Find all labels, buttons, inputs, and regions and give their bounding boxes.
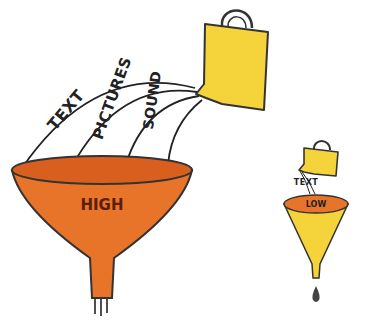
funnel-body bbox=[284, 204, 348, 278]
stream-label: TEXT bbox=[294, 178, 319, 187]
pitcher-body bbox=[196, 24, 268, 110]
funnel-label: LOW bbox=[282, 200, 350, 209]
small-pitcher bbox=[299, 141, 338, 176]
stream-line bbox=[168, 100, 202, 164]
outflow-line bbox=[100, 298, 102, 316]
drip bbox=[312, 286, 319, 302]
funnel-body bbox=[12, 170, 192, 298]
funnel: HIGH bbox=[8, 152, 196, 298]
outflow-lines bbox=[95, 298, 107, 316]
funnel-outline bbox=[8, 152, 196, 298]
funnel: LOW bbox=[282, 190, 350, 278]
pitcher-body bbox=[299, 148, 338, 176]
pitcher-handle bbox=[222, 11, 252, 29]
big-pitcher bbox=[196, 11, 268, 111]
stream-label: SOUND bbox=[140, 70, 164, 131]
outflow-line bbox=[94, 298, 96, 314]
stream-label: TEXT bbox=[44, 86, 89, 134]
funnel-label: HIGH bbox=[8, 196, 196, 214]
stream-line bbox=[126, 96, 199, 164]
outflow-line bbox=[106, 298, 108, 313]
funnel-rim bbox=[12, 156, 192, 184]
